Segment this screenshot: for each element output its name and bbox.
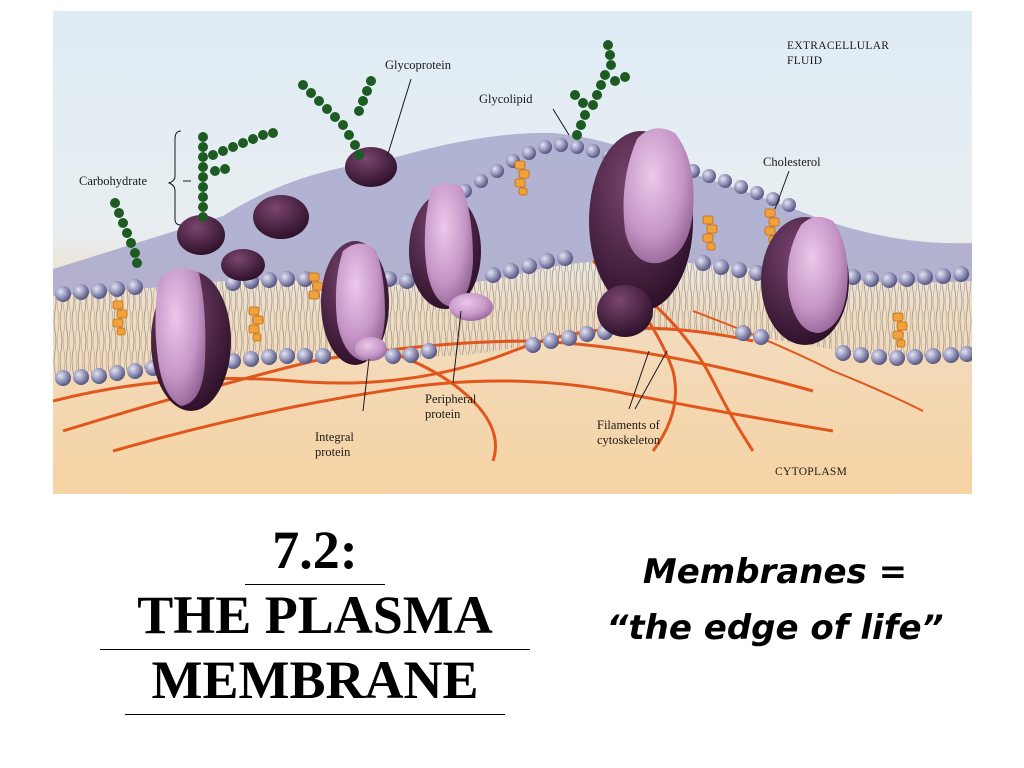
peripheral-protein	[409, 183, 493, 321]
label-glycoprotein: Glycoprotein	[385, 58, 452, 72]
carbohydrate-chains	[110, 40, 630, 268]
title-section-number: 7.2:	[272, 520, 358, 580]
integral-protein-left	[151, 268, 231, 411]
label-leader-lines	[167, 78, 790, 412]
label-filaments-1: Filaments of	[597, 418, 661, 432]
slide-subtitle: Membranes = “the edge of life”	[565, 544, 985, 656]
title-line-plasma: THE PLASMA	[137, 585, 493, 645]
label-extracellular-fluid-1: EXTRACELLULAR	[787, 40, 889, 52]
label-glycolipid: Glycolipid	[479, 92, 533, 106]
label-extracellular-fluid-2: FLUID	[787, 55, 822, 67]
subtitle-line-1: Membranes =	[642, 552, 908, 592]
label-carbohydrate: Carbohydrate	[79, 174, 147, 188]
slide-title: 7.2: THE PLASMA MEMBRANE	[95, 520, 535, 715]
phospholipid-heads-top	[55, 138, 969, 302]
lipid-tails	[53, 259, 972, 376]
plasma-membrane-diagram: EXTRACELLULAR FLUID Glycoprotein Glycoli…	[53, 11, 972, 494]
title-underline-1	[245, 584, 385, 585]
glycoprotein-dark-left	[177, 195, 309, 281]
glycoprotein	[345, 147, 397, 187]
label-cholesterol: Cholesterol	[763, 155, 821, 169]
label-integral-protein-2: protein	[315, 445, 351, 459]
subtitle-line-2: “the edge of life”	[606, 608, 944, 648]
integral-protein-large	[589, 128, 694, 337]
title-underline-3	[125, 714, 505, 715]
integral-protein-right	[761, 216, 849, 345]
label-cytoplasm: CYTOPLASM	[775, 466, 847, 478]
cholesterol-molecules	[112, 160, 908, 348]
title-line-membrane: MEMBRANE	[151, 650, 479, 710]
label-integral-protein-1: Integral	[315, 430, 354, 444]
label-peripheral-protein-1: Peripheral	[425, 392, 477, 406]
title-underline-2	[100, 649, 530, 650]
integral-protein	[321, 241, 389, 365]
label-filaments-2: cytoskeleton	[597, 433, 661, 447]
membrane-top-surface	[53, 132, 972, 296]
label-peripheral-protein-2: protein	[425, 407, 461, 421]
